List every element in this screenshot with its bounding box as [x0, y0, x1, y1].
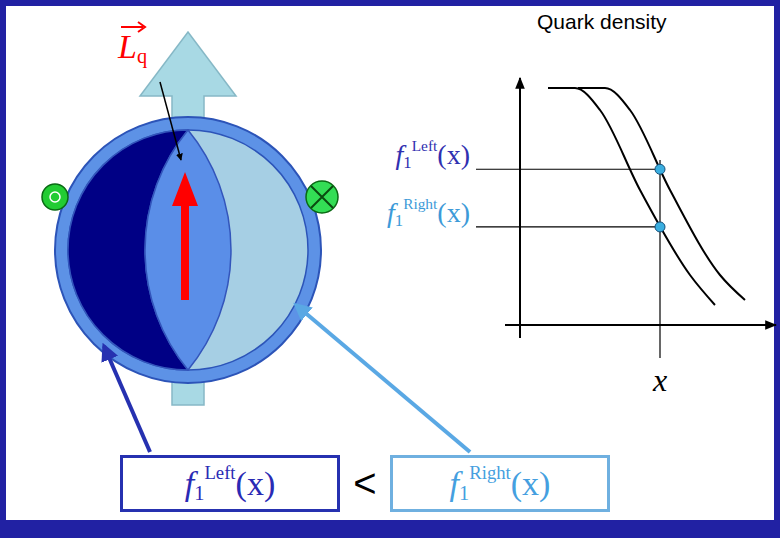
text-part: f	[185, 465, 194, 502]
text-part: (x)	[437, 139, 470, 170]
out-of-page-symbol	[42, 184, 68, 210]
text-part: 1	[459, 482, 469, 504]
text-part: (x)	[511, 465, 551, 502]
box-text: f1Left(x)	[185, 464, 275, 503]
nucleon-ring	[55, 117, 321, 383]
text-part: L	[118, 28, 137, 65]
axis-label: x	[653, 364, 667, 396]
right-region	[68, 130, 308, 370]
into-page-symbol	[306, 181, 338, 213]
leader-line	[160, 82, 181, 160]
comparison-box: f1Right(x)	[390, 455, 610, 512]
lq-label: Lq	[118, 30, 147, 67]
text-part: (x)	[236, 465, 276, 502]
out-of-page-dot	[50, 192, 60, 202]
value-dot	[655, 222, 665, 232]
vector-bar	[121, 26, 143, 28]
read-off-line	[476, 226, 660, 227]
axis-title: Quark density	[537, 11, 667, 32]
text-part: x	[653, 362, 667, 398]
y-axis	[519, 78, 521, 338]
x-axis	[505, 324, 776, 326]
lq-arrow	[172, 172, 198, 300]
text-part: f	[387, 197, 395, 228]
text-part: (x)	[437, 197, 470, 228]
text-part: Left	[412, 137, 438, 154]
x-marker-line	[659, 160, 660, 358]
text-part: Right	[403, 195, 437, 212]
middle-lens	[145, 130, 231, 370]
text-part: 1	[403, 154, 411, 173]
text-part: <	[353, 461, 376, 505]
text-part: Quark density	[537, 10, 667, 33]
vector-head	[138, 22, 145, 32]
curve-label: f1Right(x)	[387, 196, 470, 230]
curve-label: f1Left(x)	[396, 138, 470, 172]
read-off-line	[476, 169, 660, 170]
text-part: f	[396, 139, 404, 170]
white-panel	[6, 6, 774, 520]
text-part: 1	[194, 482, 204, 504]
density-curve	[578, 88, 745, 300]
text-part: f	[450, 465, 459, 502]
comparison-box: f1Left(x)	[120, 455, 340, 512]
text-part: q	[137, 45, 147, 67]
density-curve	[548, 88, 715, 305]
text-part: Right	[469, 462, 511, 483]
comparison-sign: <	[353, 463, 376, 503]
text-part: 1	[395, 211, 403, 230]
right-pointer	[296, 305, 470, 452]
left-pointer	[104, 346, 150, 452]
into-page-cross	[311, 186, 333, 208]
text-part: Left	[204, 462, 235, 483]
box-text: f1Right(x)	[450, 464, 551, 503]
value-dot	[655, 164, 665, 174]
